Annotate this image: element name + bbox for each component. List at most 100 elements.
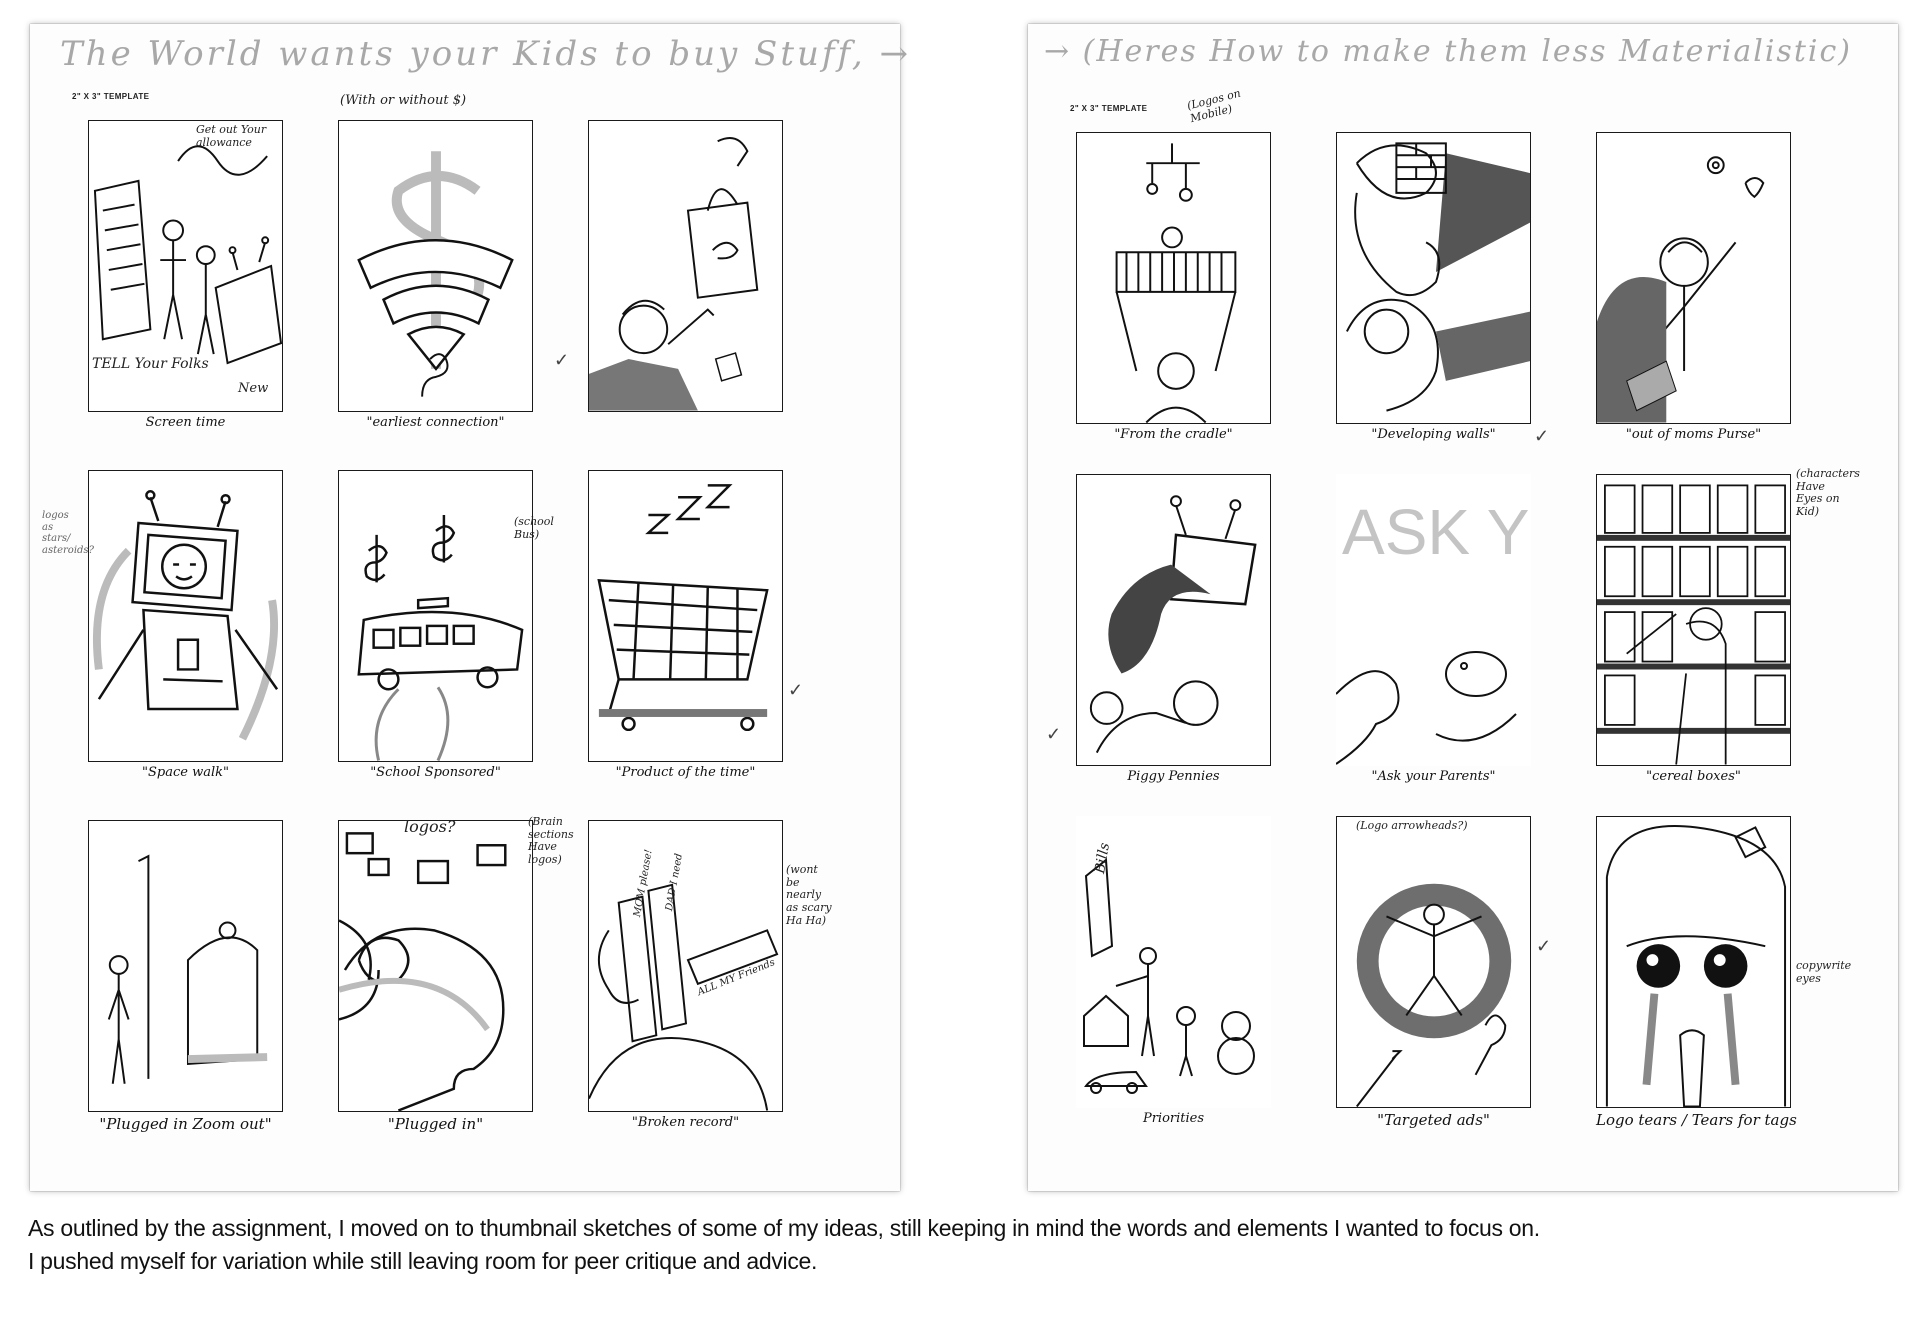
- sketch-note: copywrite eyes: [1796, 959, 1852, 985]
- thumbnail-caption: "Plugged in Zoom out": [99, 1115, 272, 1133]
- sketch-ask-your-parents: ASK YOUR PARE: [1336, 496, 1531, 765]
- check-mark-icon: ✓: [1536, 936, 1552, 956]
- sketch-brain-plugged-logos: [339, 832, 507, 1111]
- sketch-frame: [588, 470, 783, 762]
- thumbnail-caption: "Targeted ads": [1377, 1111, 1490, 1129]
- sketch-note: (characters Have Eyes on Kid): [1796, 467, 1860, 518]
- sketch-frame: [588, 820, 783, 1112]
- sketch-note: (Brain sections Have logos): [528, 815, 574, 866]
- sketch-frame: [1076, 816, 1271, 1108]
- check-mark-icon: ✓: [1534, 426, 1550, 446]
- sketch-kid-purse: [1597, 156, 1765, 423]
- thumbnail-plugged-in: "Plugged in" logos? (Brain sections Have…: [338, 815, 574, 1133]
- thumbnail-grid: Screen time Get out Your allowance TELL …: [42, 93, 846, 1133]
- sketch-frame: [588, 120, 783, 412]
- sketch-tv-piggy-bank: [1089, 495, 1257, 754]
- sketch-frame: [1336, 816, 1531, 1108]
- thumbnail-caption: "Product of the time": [615, 765, 756, 780]
- caption-line: I pushed myself for variation while stil…: [28, 1248, 818, 1274]
- check-mark-icon: ✓: [788, 680, 804, 700]
- sketch-frame: [1596, 132, 1791, 424]
- sketch-crying-face: [1605, 825, 1787, 1107]
- thumbnail-ask-your-parents: ASK YOUR PARE "Ask your Parents": [1336, 474, 1531, 784]
- thumbnail-broken-record: "Broken record" (wont be nearly as scary…: [588, 820, 832, 1133]
- sketch-note: (school Bus): [514, 515, 554, 541]
- thumbnail-earliest-connection: "earliest connection" (With or without $…: [338, 93, 533, 430]
- check-mark-icon: ✓: [554, 350, 570, 370]
- template-label: 2" X 3" TEMPLATE: [1070, 104, 1148, 113]
- thumbnail-piggy-pennies: Piggy Pennies ✓: [1046, 474, 1271, 784]
- thumbnail-product-of-the-time: "Product of the time" ✓: [588, 470, 803, 780]
- sketch-cereal-shelves: [1597, 475, 1790, 765]
- thumbnail-caption: "Space walk": [142, 765, 229, 780]
- sketch-tv-head-astronaut: [93, 490, 279, 741]
- sketch-school-bus-road: [357, 515, 524, 761]
- sketch-mobile-crib-mother: [1115, 143, 1237, 423]
- sketch-note: logos?: [404, 817, 456, 836]
- sketch-note: (wont be nearly as scary Ha Ha): [786, 863, 832, 927]
- thumbnail-caption: "out of moms Purse": [1625, 427, 1762, 442]
- thumbnail-caption: Logo tears / Tears for tags: [1596, 1111, 1797, 1129]
- thumbnail-logo-tears: Logo tears / Tears for tags copywrite ey…: [1596, 816, 1851, 1129]
- sketch-note: (Logos on Mobile): [1185, 86, 1242, 125]
- sketch-sheet-right: → (Heres How to make them less Materiali…: [1028, 24, 1898, 1191]
- thumbnail-plugged-in-zoom-out: "Plugged in Zoom out": [88, 820, 283, 1133]
- sheet-heading: → (Heres How to make them less Materiali…: [1044, 34, 1852, 69]
- sketch-note: logos as stars/ asteroids?: [42, 510, 94, 556]
- sketch-shopping-cart-zzz: [597, 484, 769, 732]
- thumbnail-caption: "Ask your Parents": [1371, 769, 1496, 784]
- sketch-brain-wall-profiles: [1346, 142, 1530, 412]
- sketch-frame: ASK YOUR PARE: [1336, 474, 1531, 766]
- sketch-frame: [1596, 474, 1791, 766]
- sketch-hand-bag-kid: [589, 137, 759, 411]
- thumbnail-developing-walls: "Developing walls" ✓: [1336, 132, 1549, 446]
- thumbnail-priorities: Priorities Bills: [1076, 816, 1271, 1129]
- sketch-tv-screens-kids: [93, 145, 282, 365]
- sketch-note: TELL Your Folks: [92, 356, 209, 372]
- thumbnail-school-sponsored: "School Sponsored" (school Bus): [338, 470, 554, 780]
- thumbnail-shopping-bag: ✓: [554, 120, 783, 430]
- sketch-frame: [1336, 132, 1531, 424]
- sheet-heading: The World wants your Kids to buy Stuff, …: [60, 34, 911, 74]
- sketch-frame: [88, 820, 283, 1112]
- thumbnail-from-the-cradle: "From the cradle" (Logos on Mobile): [1076, 87, 1271, 442]
- thumbnail-caption: "School Sponsored": [370, 765, 501, 780]
- thumbnail-grid: "From the cradle" (Logos on Mobile): [1046, 87, 1860, 1129]
- caption-line: As outlined by the assignment, I moved o…: [28, 1215, 1540, 1241]
- sketch-girl-cords-chair: [107, 854, 268, 1084]
- sketch-note: (Logo arrowheads?): [1356, 819, 1468, 832]
- thumbnail-caption: "cereal boxes": [1646, 769, 1741, 784]
- sketch-sheet-left: The World wants your Kids to buy Stuff, …: [30, 24, 911, 1191]
- template-label: 2" X 3" TEMPLATE: [72, 92, 150, 101]
- thumbnail-cereal-boxes: "cereal boxes" (characters Have Eyes on …: [1596, 467, 1860, 784]
- thumbnail-caption: "earliest connection": [366, 415, 505, 430]
- sketch-frame: [1596, 816, 1791, 1108]
- thumbnail-space-walk: "Space walk" logos as stars/ asteroids?: [42, 470, 283, 780]
- sketch-frame: [338, 470, 533, 762]
- thumbnail-caption: "From the cradle": [1114, 427, 1233, 442]
- thumbnail-caption: "Broken record": [631, 1115, 740, 1130]
- sketch-frame: [338, 820, 533, 1112]
- sketch-frame: [88, 470, 283, 762]
- sketch-note: ASK YOUR PARE: [1342, 496, 1531, 568]
- thumbnail-caption: "Plugged in": [387, 1115, 484, 1133]
- sketch-frame: [1076, 132, 1271, 424]
- thumbnail-caption: Priorities: [1142, 1111, 1205, 1126]
- description-caption: As outlined by the assignment, I moved o…: [28, 1212, 1888, 1278]
- sketch-note: Get out Your allowance: [196, 123, 267, 149]
- thumbnail-caption: Piggy Pennies: [1127, 769, 1220, 784]
- thumbnail-out-of-moms-purse: "out of moms Purse": [1596, 132, 1791, 442]
- thumbnail-targeted-ads: "Targeted ads" (Logo arrowheads?) ✓: [1336, 816, 1551, 1129]
- sketch-frame: [88, 120, 283, 412]
- check-mark-icon: ✓: [1046, 724, 1062, 744]
- sketch-frame: [338, 120, 533, 412]
- sketch-head-fingers: [589, 883, 779, 1111]
- thumbnail-screen-time: Screen time Get out Your allowance TELL …: [88, 120, 283, 430]
- sketch-target-girl: [1356, 883, 1512, 1107]
- sketch-note: New: [238, 381, 269, 396]
- thumbnail-caption: "Developing walls": [1371, 427, 1496, 442]
- sketch-note: (With or without $): [340, 93, 467, 108]
- sketch-priorities-family: [1083, 858, 1255, 1094]
- sketch-frame: [1076, 474, 1271, 766]
- sketch-wifi-dollar: [357, 151, 514, 397]
